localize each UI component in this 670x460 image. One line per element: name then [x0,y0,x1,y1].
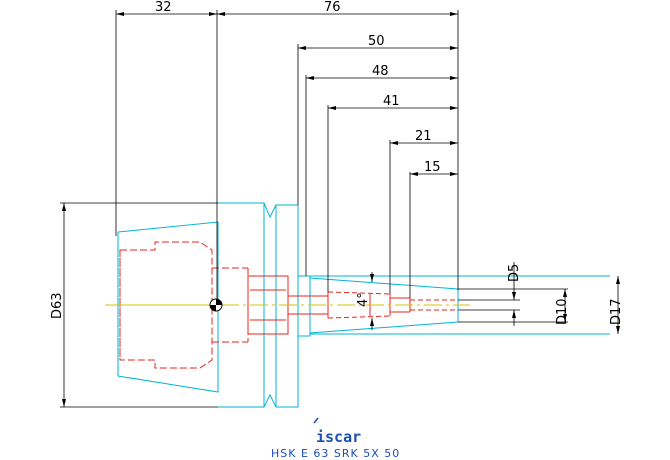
dim-d17: D17 [609,298,624,325]
dim-50: 50 [368,34,385,49]
dim-15: 15 [424,160,441,175]
dimension-labels: 32 76 50 48 41 21 15 4° D63 D5 D10 D17 [50,0,624,325]
dim-32: 32 [155,0,172,15]
dim-angle: 4° [356,292,371,307]
dimension-lines [60,10,619,408]
dim-48: 48 [372,64,389,79]
centerline [105,298,470,312]
dim-21: 21 [415,129,432,144]
dim-d5: D5 [507,264,522,282]
dimension-arrowheads [62,12,620,407]
part-caption: HSK E 63 SRK 5X 50 [271,447,400,460]
dim-d63: D63 [50,292,65,319]
holder-outline [117,202,610,408]
logo-text: iscar [316,428,361,446]
dim-76: 76 [324,0,341,15]
iscar-logo: iscar [313,417,361,446]
dim-d10: D10 [555,298,570,325]
dim-41: 41 [383,94,400,109]
